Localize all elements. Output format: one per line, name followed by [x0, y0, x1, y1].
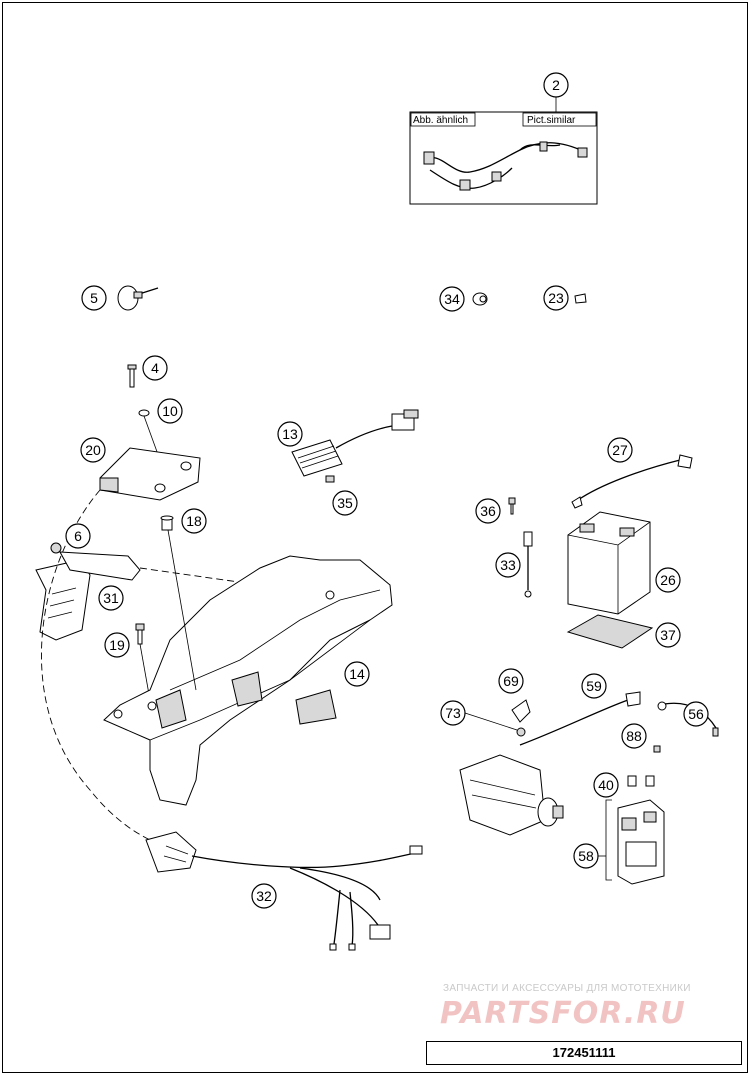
svg-text:18: 18 — [186, 513, 202, 529]
svg-text:20: 20 — [85, 442, 101, 458]
control-unit-part — [99, 447, 201, 501]
callout-59: 59 — [581, 673, 607, 699]
battery-cable-part — [571, 454, 693, 509]
battery-pad-part — [566, 614, 654, 649]
harness-label-right: Pict.similar — [527, 115, 576, 126]
svg-text:69: 69 — [503, 673, 519, 689]
svg-text:36: 36 — [480, 503, 496, 519]
svg-text:2: 2 — [552, 77, 560, 93]
screw-36-part — [508, 497, 516, 515]
callout-27: 27 — [607, 437, 633, 463]
svg-text:31: 31 — [103, 590, 119, 606]
svg-text:56: 56 — [688, 706, 704, 722]
callout-56: 56 — [683, 701, 709, 727]
svg-text:88: 88 — [626, 728, 642, 744]
callout-6: 6 — [65, 523, 91, 549]
svg-text:27: 27 — [612, 442, 628, 458]
watermark-subtitle: ЗАПЧАСТИ И АКСЕССУАРЫ ДЛЯ МОТОТЕХНИКИ — [443, 983, 691, 994]
callout-33: 33 — [495, 552, 521, 578]
cap-part — [511, 699, 531, 723]
screw-88-part — [653, 745, 661, 753]
svg-text:34: 34 — [444, 291, 460, 307]
callout-36: 36 — [475, 498, 501, 524]
callout-26: 26 — [655, 567, 681, 593]
svg-text:73: 73 — [445, 705, 461, 721]
svg-text:23: 23 — [548, 290, 564, 306]
callout-4: 4 — [142, 355, 168, 381]
callout-31: 31 — [98, 585, 124, 611]
main-harness-part — [145, 831, 423, 951]
callout-69: 69 — [498, 668, 524, 694]
svg-text:6: 6 — [74, 528, 82, 544]
svg-text:4: 4 — [151, 360, 159, 376]
nut-73-part — [516, 727, 526, 737]
screw-19-part — [135, 623, 145, 645]
svg-text:58: 58 — [578, 848, 594, 864]
watermark-logo: PARTSFOR.RU — [440, 996, 686, 1031]
fuse-box-part — [605, 799, 665, 885]
callout-18: 18 — [181, 508, 207, 534]
callout-34: 34 — [439, 286, 465, 312]
callout-40: 40 — [593, 772, 619, 798]
callout-2: 2 — [543, 72, 569, 98]
voltage-regulator-part — [291, 409, 419, 477]
svg-text:35: 35 — [337, 495, 353, 511]
holder-part — [574, 293, 587, 304]
svg-text:19: 19 — [109, 637, 125, 653]
callout-73: 73 — [440, 700, 466, 726]
callout-23: 23 — [543, 285, 569, 311]
cable-tie-part — [117, 285, 159, 311]
svg-text:40: 40 — [598, 777, 614, 793]
svg-text:33: 33 — [500, 557, 516, 573]
svg-text:59: 59 — [586, 678, 602, 694]
drawing-number: 172451111 — [426, 1041, 742, 1065]
svg-text:32: 32 — [256, 888, 272, 904]
washer-part — [138, 409, 150, 417]
fuse-holder-part — [523, 531, 533, 598]
harness-label-left: Abb. ähnlich — [413, 115, 468, 126]
svg-text:14: 14 — [349, 666, 365, 682]
battery-part — [567, 511, 651, 615]
screw-6-part — [50, 542, 62, 554]
callout-19: 19 — [104, 632, 130, 658]
callout-88: 88 — [621, 723, 647, 749]
battery-holder-frame-part — [103, 555, 393, 806]
svg-text:37: 37 — [660, 627, 676, 643]
callout-13: 13 — [277, 421, 303, 447]
callout-5: 5 — [81, 285, 107, 311]
callout-20: 20 — [80, 437, 106, 463]
svg-text:10: 10 — [162, 403, 178, 419]
svg-text:13: 13 — [282, 426, 298, 442]
harness-illustration-box: Abb. ähnlich Pict.similar — [409, 96, 598, 205]
callout-37: 37 — [655, 622, 681, 648]
grommet-part — [160, 515, 174, 531]
svg-text:26: 26 — [660, 572, 676, 588]
callout-58: 58 — [573, 843, 599, 869]
bracket-part — [35, 551, 141, 641]
clamp-part — [472, 292, 488, 306]
screw-part — [127, 364, 137, 388]
screw-35-part — [325, 475, 335, 483]
fuses-part — [627, 775, 655, 787]
callout-14: 14 — [344, 661, 370, 687]
starter-cable-part — [519, 691, 641, 746]
callout-35: 35 — [332, 490, 358, 516]
callout-10: 10 — [157, 398, 183, 424]
callout-32: 32 — [251, 883, 277, 909]
svg-text:5: 5 — [90, 290, 98, 306]
starter-motor-part — [459, 754, 564, 836]
